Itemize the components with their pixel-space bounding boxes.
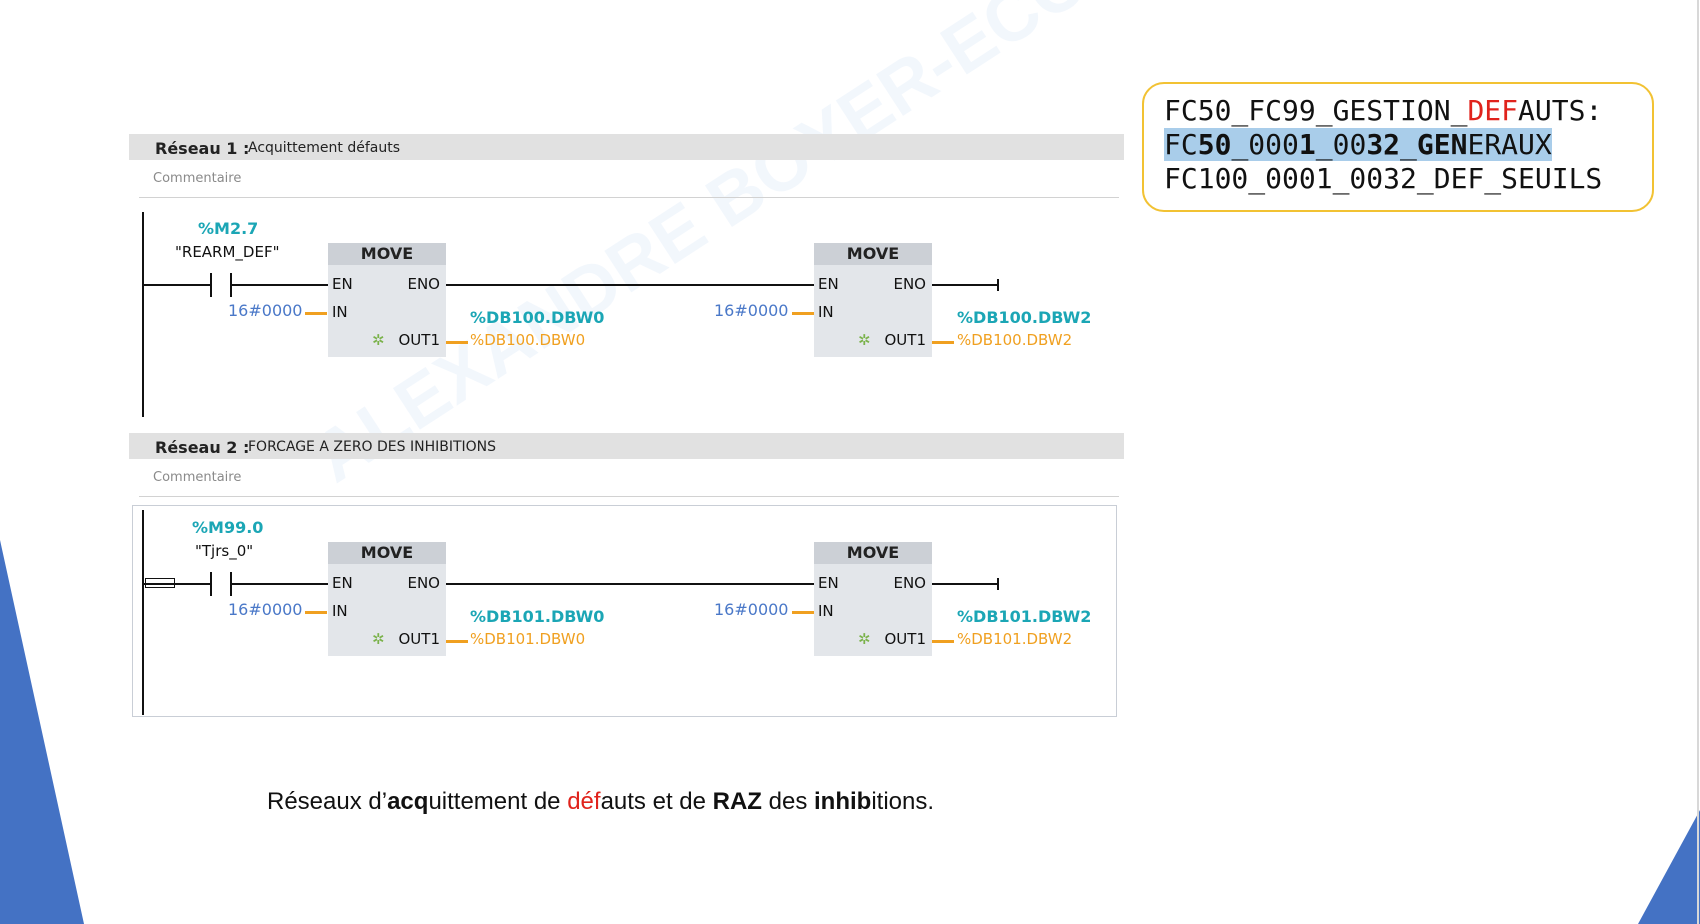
network-2-contact-name: "Tjrs_0" <box>195 542 254 560</box>
network-1-header[interactable]: Réseau 1 : Acquittement défauts <box>129 134 1124 160</box>
network-2-description: FORCAGE A ZERO DES INHIBITIONS <box>248 439 497 455</box>
pin-in: IN <box>332 602 348 620</box>
pin-in: IN <box>818 303 834 321</box>
slide-caption: Réseaux d’acquittement de défauts et de … <box>267 788 935 815</box>
function-list-callout: FC50_FC99_GESTION_DEFAUTS: FC50_0001_003… <box>1142 82 1654 212</box>
network-1-description: Acquittement défauts <box>248 140 400 156</box>
network-1-wire-c <box>446 284 814 286</box>
pin-out1: OUT1 <box>884 630 927 648</box>
pin-en: EN <box>818 574 839 592</box>
network-2-contact[interactable] <box>210 572 232 596</box>
network-1-wire-a <box>142 284 210 286</box>
pin-en: EN <box>332 574 353 592</box>
network-2-block-2-out-line <box>932 640 954 643</box>
network-1-power-rail <box>142 212 144 417</box>
network-2-comment[interactable]: Commentaire <box>139 463 1119 497</box>
network-1-wire-end <box>932 284 998 286</box>
network-2-block-2-in-line <box>792 611 814 614</box>
decor-left-triangle <box>0 540 84 924</box>
network-1-block-1-out-address[interactable]: %DB100.DBW0 <box>470 308 605 327</box>
network-2-contact-address: %M99.0 <box>192 518 264 537</box>
network-1-block-2-in-value[interactable]: 16#0000 <box>714 301 789 320</box>
pin-en: EN <box>332 275 353 293</box>
network-1-block-1-in-value[interactable]: 16#0000 <box>228 301 303 320</box>
network-1-block-1-out-value: %DB100.DBW0 <box>470 331 586 349</box>
pin-out1: OUT1 <box>884 331 927 349</box>
network-2-power-rail <box>142 510 144 715</box>
network-2-block-1-in-line <box>305 611 327 614</box>
network-1-title: Réseau 1 : <box>155 139 250 158</box>
network-1-block-1-out-line <box>446 341 468 344</box>
network-2-block-1-in-value[interactable]: 16#0000 <box>228 600 303 619</box>
pin-in: IN <box>818 602 834 620</box>
pin-in: IN <box>332 303 348 321</box>
move-block-title: MOVE <box>814 542 932 564</box>
pin-eno: ENO <box>407 275 440 293</box>
network-1-comment[interactable]: Commentaire <box>139 164 1119 198</box>
sparkle-icon: ✲ <box>858 631 871 648</box>
network-2-move-block-2[interactable]: MOVE EN ENO IN ✲ OUT1 <box>814 542 932 656</box>
network-1-wire-b <box>232 284 328 286</box>
network-2-wire-end <box>932 583 998 585</box>
network-2-block-2-out-value: %DB101.DBW2 <box>957 630 1073 648</box>
move-block-title: MOVE <box>814 243 932 265</box>
move-block-title: MOVE <box>328 243 446 265</box>
move-block-title: MOVE <box>328 542 446 564</box>
pin-out1: OUT1 <box>398 630 441 648</box>
network-2-wire-a <box>142 583 210 585</box>
network-1-move-block-1[interactable]: MOVE EN ENO IN ✲ OUT1 <box>328 243 446 357</box>
network-1-contact-address: %M2.7 <box>198 219 259 238</box>
callout-line-1: FC50_FC99_GESTION_DEFAUTS: <box>1164 94 1603 127</box>
network-1-block-2-out-line <box>932 341 954 344</box>
pin-eno: ENO <box>893 574 926 592</box>
network-2-selection-frame <box>132 505 1117 717</box>
network-1-end-tick <box>997 279 999 291</box>
network-1-contact-name: "REARM_DEF" <box>175 243 280 261</box>
pin-en: EN <box>818 275 839 293</box>
pin-eno: ENO <box>407 574 440 592</box>
network-2-block-1-out-address[interactable]: %DB101.DBW0 <box>470 607 605 626</box>
sparkle-icon: ✲ <box>372 332 385 349</box>
network-2-header[interactable]: Réseau 2 : FORCAGE A ZERO DES INHIBITION… <box>129 433 1124 459</box>
callout-line-3: FC100_0001_0032_DEF_SEUILS <box>1164 162 1603 195</box>
network-1-block-2-in-line <box>792 312 814 315</box>
watermark: ALEXANDRE BOYER-ECOLE TECHNIQUES <box>300 0 1593 498</box>
network-1-move-block-2[interactable]: MOVE EN ENO IN ✲ OUT1 <box>814 243 932 357</box>
network-1-block-1-in-line <box>305 312 327 315</box>
network-1-block-2-out-value: %DB100.DBW2 <box>957 331 1073 349</box>
pin-out1: OUT1 <box>398 331 441 349</box>
right-edge-line <box>1697 0 1699 924</box>
callout-line-2: FC50_0001_0032_GENERAUX <box>1164 128 1552 161</box>
sparkle-icon: ✲ <box>372 631 385 648</box>
network-1-contact[interactable] <box>210 273 232 297</box>
network-2-wire-b <box>232 583 328 585</box>
network-2-wire-c <box>446 583 814 585</box>
network-2-block-2-out-address[interactable]: %DB101.DBW2 <box>957 607 1092 626</box>
network-2-title: Réseau 2 : <box>155 438 250 457</box>
network-2-move-block-1[interactable]: MOVE EN ENO IN ✲ OUT1 <box>328 542 446 656</box>
network-2-block-2-in-value[interactable]: 16#0000 <box>714 600 789 619</box>
network-2-block-1-out-line <box>446 640 468 643</box>
pin-eno: ENO <box>893 275 926 293</box>
network-2-end-tick <box>997 578 999 590</box>
sparkle-icon: ✲ <box>858 332 871 349</box>
network-2-block-1-out-value: %DB101.DBW0 <box>470 630 586 648</box>
network-1-block-2-out-address[interactable]: %DB100.DBW2 <box>957 308 1092 327</box>
decor-right-triangle <box>1638 810 1700 924</box>
